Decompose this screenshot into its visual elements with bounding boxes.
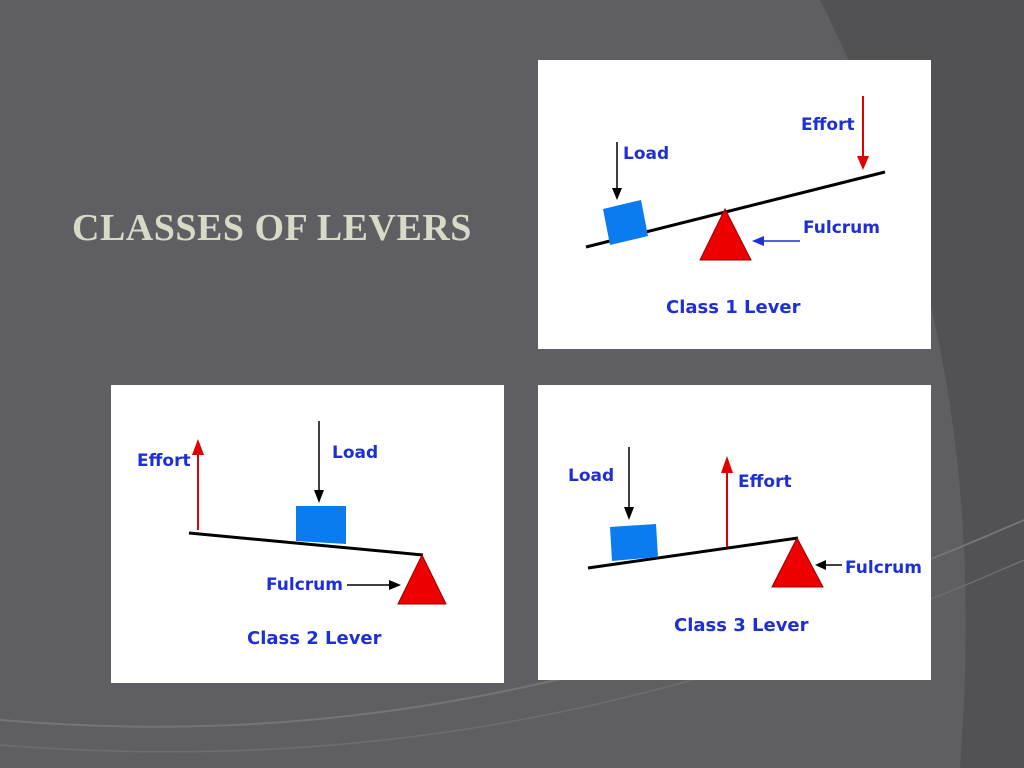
effort-label: Effort [137, 451, 191, 471]
fulcrum-triangle [397, 553, 447, 605]
class3-lever-diagram: Load Effort Fulcrum Class 3 Lever [538, 385, 931, 680]
lever-beam [587, 536, 799, 570]
fulcrum-label: Fulcrum [266, 575, 343, 595]
effort-label: Effort [801, 115, 855, 135]
load-box [603, 200, 648, 245]
lever-beam [188, 531, 424, 557]
fulcrum-label: Fulcrum [803, 218, 880, 238]
diagram-caption: Class 3 Lever [674, 615, 809, 636]
diagram-caption: Class 1 Lever [666, 297, 801, 318]
fulcrum-triangle [771, 536, 824, 588]
class2-lever-diagram: Load Effort Fulcrum Class 2 Lever [111, 385, 504, 683]
load-label: Load [568, 466, 614, 486]
fulcrum-label: Fulcrum [845, 558, 922, 578]
load-box [610, 524, 658, 561]
effort-label: Effort [738, 472, 792, 492]
class1-lever-diagram: Load Effort Fulcrum Class 1 Lever [538, 60, 931, 349]
slide-title: CLASSES OF LEVERS [72, 207, 472, 249]
load-box [296, 506, 346, 544]
fulcrum-triangle [699, 207, 752, 261]
load-label: Load [623, 144, 669, 164]
load-label: Load [332, 443, 378, 463]
diagram-caption: Class 2 Lever [247, 628, 382, 649]
